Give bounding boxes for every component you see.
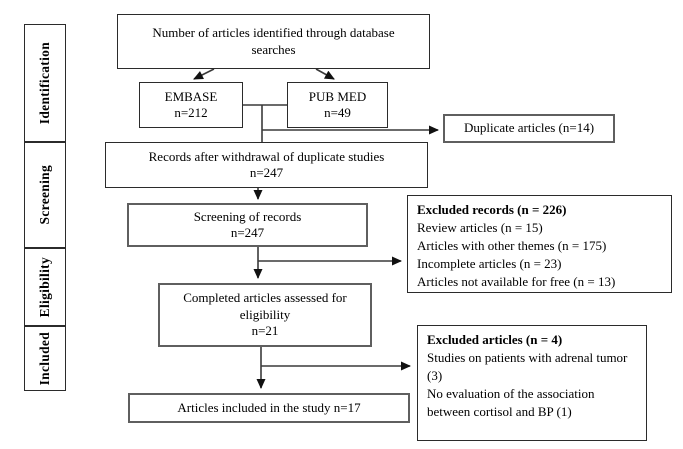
eligibility-line1: Completed articles assessed for	[183, 290, 347, 306]
arrow-identified-to-pubmed	[315, 68, 335, 80]
excluded-articles-item: Studies on patients with adrenal tumor (…	[427, 350, 628, 383]
box-articles-included: Articles included in the study n=17	[128, 393, 410, 423]
stage-eligibility-label: Eligibility	[37, 256, 52, 318]
excluded-articles-title: Excluded articles (n = 4)	[427, 332, 563, 347]
screening-label: Screening of records	[193, 208, 302, 224]
screening-count: n=247	[230, 225, 265, 240]
box-records-after-dedup: Records after withdrawal of duplicate st…	[105, 142, 428, 188]
box-articles-identified-line2: searches	[251, 41, 296, 57]
stage-screening: Screening	[24, 142, 66, 248]
stage-identification: Identification	[24, 24, 66, 142]
embase-count: n=212	[174, 105, 208, 120]
box-articles-identified: Number of articles identified through da…	[117, 14, 430, 69]
articles-included-label: Articles included in the study n=17	[177, 399, 361, 415]
box-assessed-for-eligibility: Completed articles assessed for eligibil…	[158, 283, 372, 347]
excluded-records-item: Incomplete articles (n = 23)	[417, 256, 562, 271]
excluded-records-item: Articles with other themes (n = 175)	[417, 238, 607, 253]
box-screening-of-records: Screening of records n=247	[127, 203, 368, 247]
excluded-records-item: Articles not available for free (n = 13)	[417, 274, 616, 289]
excluded-records-item: Review articles (n = 15)	[417, 220, 543, 235]
excluded-records-title: Excluded records (n = 226)	[417, 202, 567, 217]
box-embase: EMBASE n=212	[139, 82, 243, 128]
pubmed-name: PUB MED	[308, 88, 367, 104]
stage-identification-label: Identification	[37, 41, 52, 125]
box-excluded-articles: Excluded articles (n = 4) Studies on pat…	[417, 325, 647, 441]
pubmed-count: n=49	[324, 105, 351, 120]
box-duplicate-articles: Duplicate articles (n=14)	[443, 114, 615, 143]
stage-eligibility: Eligibility	[24, 248, 66, 326]
excluded-articles-item: No evaluation of the association between…	[427, 386, 595, 419]
stage-screening-label: Screening	[37, 165, 52, 225]
records-after-dedup-label: Records after withdrawal of duplicate st…	[148, 148, 385, 164]
eligibility-line2: eligibility	[239, 306, 291, 322]
stage-included-label: Included	[37, 331, 52, 386]
duplicate-articles-label: Duplicate articles (n=14)	[463, 120, 595, 136]
arrow-identified-to-embase	[193, 68, 215, 80]
box-excluded-records: Excluded records (n = 226) Review articl…	[407, 195, 672, 293]
box-pubmed: PUB MED n=49	[287, 82, 388, 128]
stage-included: Included	[24, 326, 66, 391]
embase-name: EMBASE	[164, 88, 218, 104]
box-articles-identified-line1: Number of articles identified through da…	[152, 25, 395, 40]
eligibility-count: n=21	[251, 323, 279, 339]
records-after-dedup-count: n=247	[249, 165, 284, 180]
